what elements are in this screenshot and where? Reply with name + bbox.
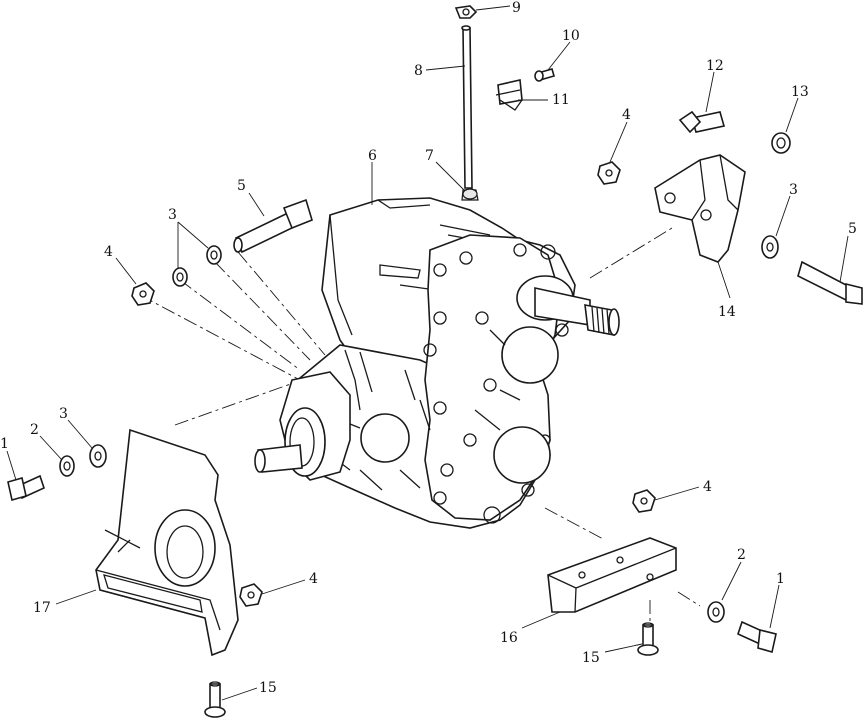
callout-4-left: 4 (104, 244, 113, 260)
callout-2-right: 2 (737, 547, 746, 563)
callout-3-upper-left: 3 (168, 207, 177, 223)
bolt-1-left (7, 474, 45, 502)
leader-lines (6, 5, 849, 701)
callout-10: 10 (562, 28, 580, 44)
vent-tube (461, 25, 473, 189)
nut-4-upper (597, 161, 621, 185)
left-mount-bracket (95, 428, 239, 657)
washer-3-b (172, 267, 188, 287)
stud-15-left (204, 681, 226, 718)
nut-13 (771, 132, 791, 154)
callout-12: 12 (706, 58, 724, 74)
callout-1-right: 1 (776, 571, 785, 587)
callout-16: 16 (500, 630, 518, 646)
bolt-5-left (233, 198, 313, 254)
assembly-centerlines (139, 227, 701, 625)
stud-15-right (637, 622, 659, 656)
callout-9: 9 (512, 0, 521, 16)
callout-14: 14 (718, 304, 736, 320)
callout-3-left: 3 (59, 406, 68, 422)
callout-5-left: 5 (237, 178, 246, 194)
callout-4-upper-right: 4 (622, 107, 631, 123)
transmission-case (254, 189, 620, 529)
upper-mount-bracket (654, 154, 746, 263)
callout-2-left: 2 (30, 422, 39, 438)
callout-5-right: 5 (848, 221, 857, 237)
lower-mount-bracket (547, 537, 677, 613)
callout-8: 8 (414, 63, 423, 79)
bolt-1-right (737, 620, 777, 654)
tube-clamp (454, 5, 478, 19)
small-bolt (534, 68, 555, 82)
nut-4-left (131, 282, 155, 306)
callout-17: 17 (33, 600, 51, 616)
callout-11: 11 (552, 92, 570, 108)
callout-labels: 1 2 3 4 3 5 6 7 8 9 10 11 12 13 4 3 5 14… (0, 0, 857, 696)
bolt-5-right (797, 260, 863, 305)
nut-4-lower-right (632, 489, 656, 513)
callout-7: 7 (425, 148, 434, 164)
washer-3-left (89, 444, 107, 468)
callout-3-right: 3 (789, 182, 798, 198)
callout-1-left: 1 (0, 436, 9, 452)
vent-fitting (462, 188, 478, 200)
washer-2-right (707, 601, 725, 623)
retaining-clip (495, 79, 523, 111)
callout-15-left: 15 (259, 680, 277, 696)
nut-4-bracket (239, 583, 263, 607)
callout-6: 6 (368, 148, 377, 164)
callout-4-bracket: 4 (309, 571, 318, 587)
callout-13: 13 (791, 84, 809, 100)
washer-2-left (59, 455, 75, 477)
bolt-12 (678, 110, 726, 134)
callout-15-right: 15 (582, 650, 600, 666)
washer-3-a (206, 245, 222, 265)
callout-4-right: 4 (703, 479, 712, 495)
washer-3-right (761, 235, 779, 259)
